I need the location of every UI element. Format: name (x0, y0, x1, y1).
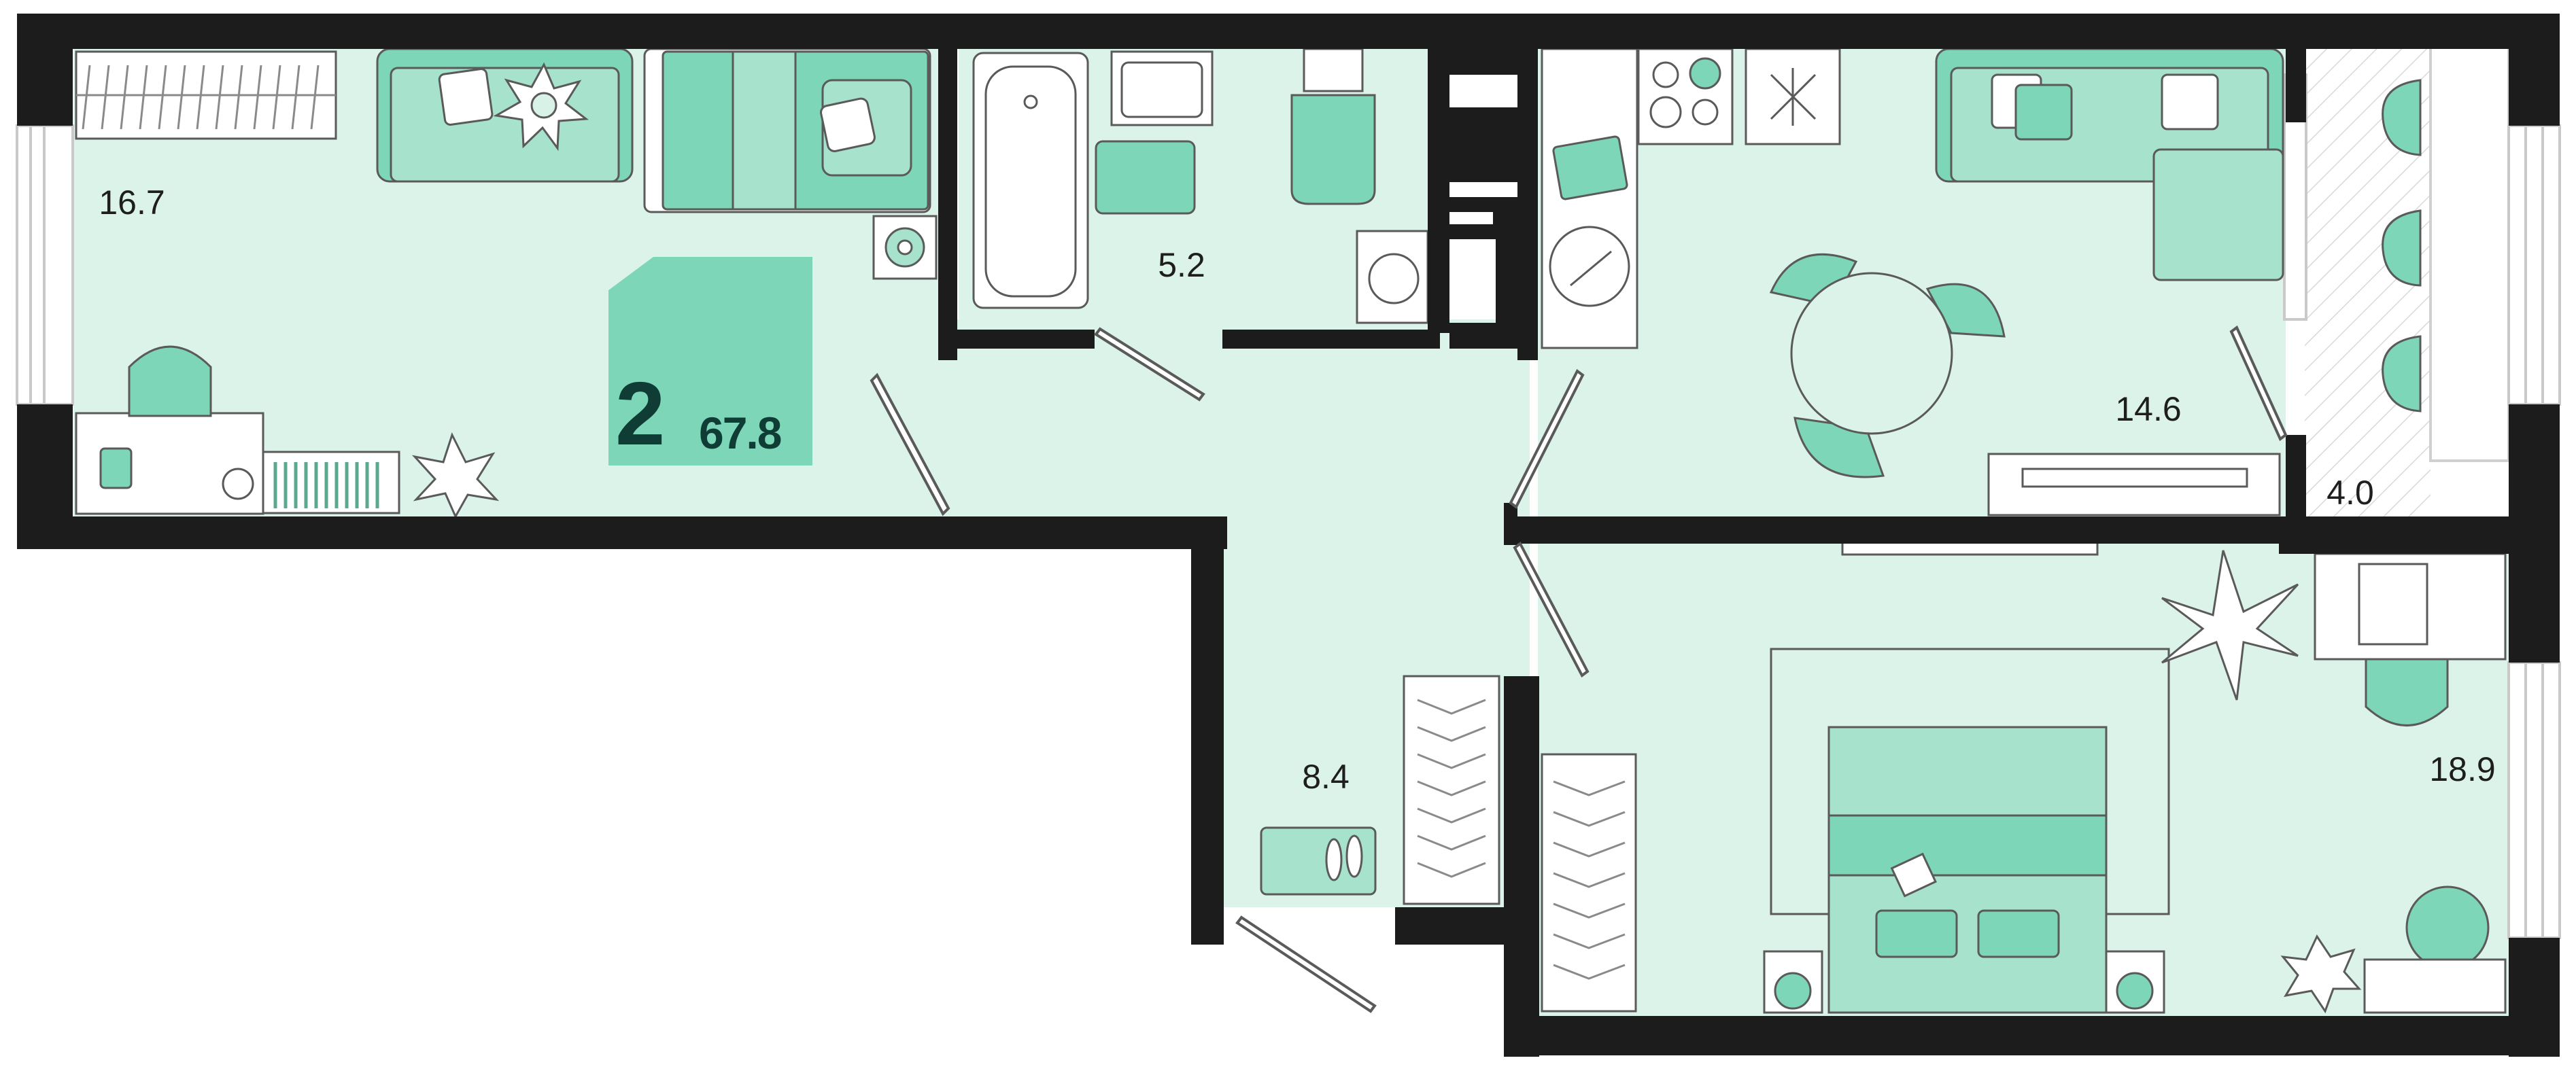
slippers-icon (1325, 838, 1343, 881)
dining-table-icon (1790, 272, 1953, 435)
door-icon (1094, 327, 1205, 402)
chair-icon (2365, 658, 2449, 726)
room-area-bedroom: 18.9 (2429, 750, 2496, 788)
laptop (2358, 563, 2428, 646)
window-icon (2507, 661, 2561, 939)
apartment-badge: 2 67.8 (608, 257, 812, 466)
room-area-living-room: 16.7 (99, 183, 165, 222)
total-area: 67.8 (699, 408, 782, 458)
bathroom-furniture (972, 48, 1429, 324)
walls (17, 14, 2560, 1057)
room-area-bathroom: 5.2 (1158, 246, 1205, 284)
room-area-kitchen: 14.6 (2115, 390, 2182, 428)
chair-icon (2382, 209, 2422, 287)
chair-icon (128, 345, 212, 417)
room-area-hallway: 8.4 (1302, 758, 1350, 796)
door-icon (870, 372, 950, 516)
cutting-board (1552, 135, 1628, 200)
doors (870, 325, 2288, 1013)
plant-icon (2161, 550, 2299, 701)
door-icon (1235, 915, 1377, 1013)
plant-icon (493, 62, 589, 152)
balcony-rail (2429, 46, 2510, 462)
door-icon (2229, 325, 2288, 442)
windows (16, 73, 2561, 939)
bath-mat (1095, 140, 1196, 215)
dresser (2363, 958, 2507, 1014)
door-mat (1260, 826, 1377, 896)
wardrobe-icon (1541, 753, 1637, 1013)
plant-icon (2280, 934, 2362, 1014)
room-area-balcony: 4.0 (2326, 474, 2374, 512)
slippers-icon (1345, 835, 1363, 878)
living-room-furniture (75, 48, 938, 519)
door-icon (1509, 368, 1585, 510)
ottoman (2405, 885, 2490, 970)
door-icon (1513, 541, 1590, 678)
wardrobe-icon (1403, 675, 1500, 905)
stove-icon (1637, 48, 1734, 145)
balcony-furniture (2382, 79, 2422, 412)
chair-icon (2382, 79, 2422, 156)
chair-icon (2382, 335, 2422, 412)
sink-icon (1549, 226, 1630, 307)
hallway-furniture (1260, 675, 1500, 905)
window-icon (2507, 124, 2561, 406)
hallway-floor (938, 319, 1530, 516)
toilet-icon (1303, 48, 1364, 92)
bedroom-furniture (1541, 536, 2507, 1014)
room-count: 2 (615, 364, 665, 463)
